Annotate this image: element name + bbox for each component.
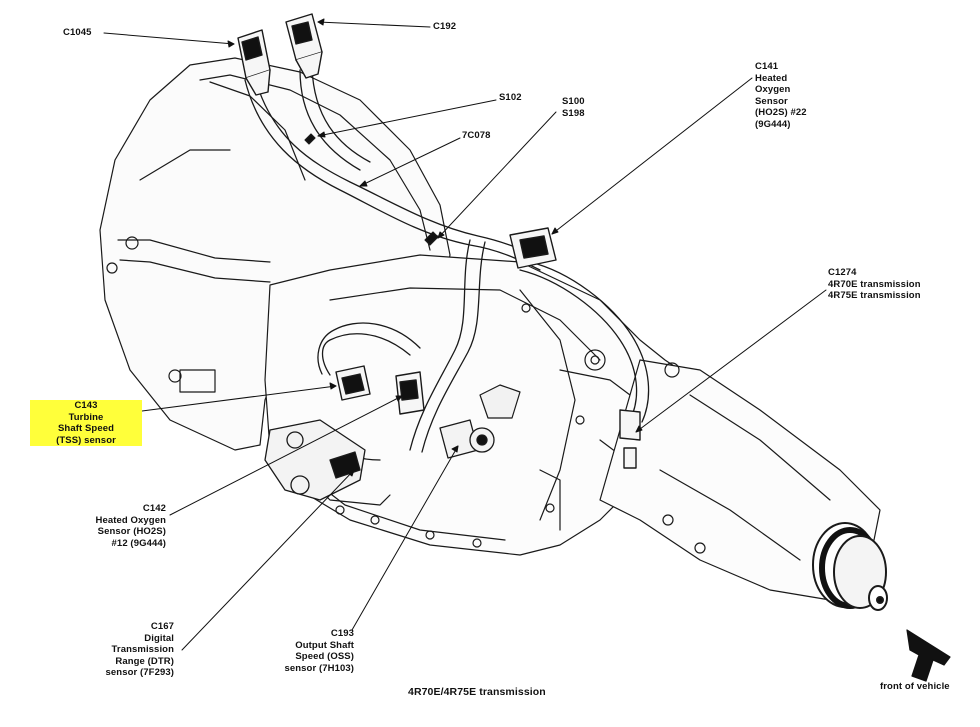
output-seal [812,522,888,611]
label-c141-line1: C141 [755,61,779,72]
label-c167-line2: Digital [144,632,174,644]
leader-lines [103,18,827,651]
label-c193: C193 Output Shaft Speed (OSS) sensor (7H… [256,628,354,674]
connector-c143 [335,365,371,401]
label-c143-line3: Shaft Speed [30,423,142,435]
label-c142-line3: Sensor (HO2S) [97,526,166,537]
front-arrow [906,629,951,682]
label-s100-line2: S198 [562,107,585,119]
label-c1274: C1274 4R70E transmission 4R75E transmiss… [828,267,921,302]
label-c193-line1: C193 [330,628,354,639]
label-c142-line4: #12 (9G444) [111,537,166,549]
label-c1274-line3: 4R75E transmission [828,290,921,301]
label-c142-line1: C142 [142,503,166,514]
connector-c1274 [619,409,641,469]
connector-c192 [285,13,323,79]
label-c193-line3: Speed (OSS) [295,651,354,662]
label-c141-line4: Sensor [755,95,788,107]
label-c143-line4: (TSS) sensor [30,434,142,446]
label-c142-line2: Heated Oxygen [95,514,166,526]
connector-c1045 [237,29,271,96]
label-c141-line6: (9G444) [755,118,791,130]
label-c193-line4: sensor (7H103) [284,662,354,674]
label-c141-line5: (HO2S) #22 [755,107,807,118]
label-c193-line2: Output Shaft [295,639,354,651]
label-c141: C141 Heated Oxygen Sensor (HO2S) #22 (9G… [755,61,807,130]
wiring-harness [244,67,650,461]
label-c143-line1: C143 [30,400,142,412]
label-c167-line3: Transmission [111,644,174,655]
connector-c141 [509,227,557,269]
label-c141-line3: Oxygen [755,84,791,95]
diagram-caption: 4R70E/4R75E transmission [408,686,546,698]
label-c192-line: C192 [433,21,457,32]
label-c192: C192 [433,21,456,33]
label-c142: C142 Heated Oxygen Sensor (HO2S) #12 (9G… [60,503,166,549]
label-c167: C167 Digital Transmission Range (DTR) se… [72,621,174,679]
label-c141-line2: Heated [755,72,788,84]
label-c143: C143 Turbine Shaft Speed (TSS) sensor [30,400,142,446]
label-c1274-line1: C1274 [828,267,857,278]
label-s102: S102 [499,92,522,104]
label-c1045-line: C1045 [63,27,92,38]
label-c167-line4: Range (DTR) [115,655,174,667]
connector-c142 [395,371,425,415]
splice-s102 [304,133,316,145]
label-s102-line: S102 [499,92,522,103]
label-7c078-line: 7C078 [462,130,491,141]
label-c1274-line2: 4R70E transmission [828,278,921,290]
label-c167-line5: sensor (7F293) [105,667,174,678]
label-c167-line1: C167 [150,621,174,632]
label-s100: S100 S198 [562,96,585,119]
oss-sensor [439,419,495,459]
front-of-vehicle-label: front of vehicle [880,681,950,692]
label-s100-line1: S100 [562,96,585,107]
label-c143-line2: Turbine [30,411,142,423]
label-7c078: 7C078 [462,130,491,142]
label-c1045: C1045 [63,27,92,39]
